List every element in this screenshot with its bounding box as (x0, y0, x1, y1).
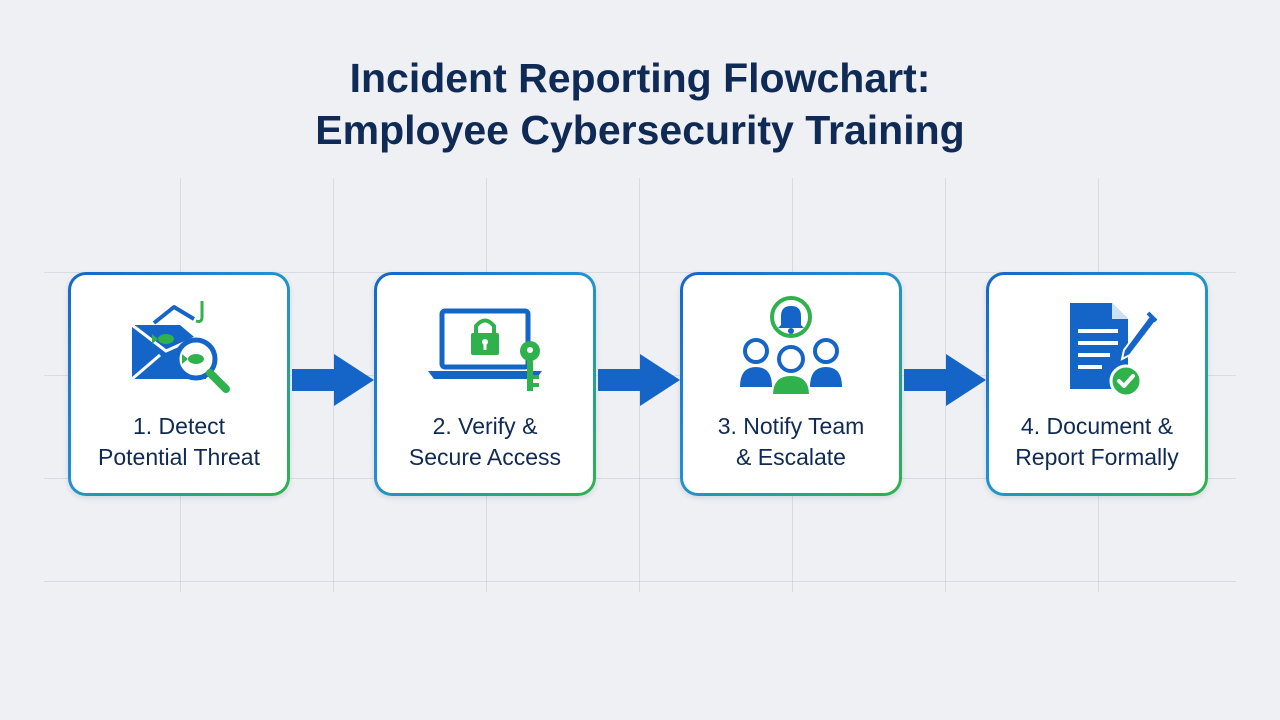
step-2-label: 2. Verify & Secure Access (408, 413, 562, 470)
step-2-verify: 2. Verify & Secure Access (374, 272, 596, 496)
step-3-notify: 3. Notify Team & Escalate (680, 272, 902, 496)
page-title: Incident Reporting Flowchart: Employee C… (0, 52, 1280, 156)
arrow-right-icon (292, 354, 374, 406)
step-4-document: 4. Document & Report Formally (986, 272, 1208, 496)
laptop-lock-key-icon (428, 308, 542, 391)
team-alert-bell-icon (740, 296, 842, 396)
arrow-right-icon (904, 354, 986, 406)
step-4-label: 4. Document & Report Formally (1015, 413, 1179, 470)
title-line-1: Incident Reporting Flowchart: (349, 55, 931, 101)
document-pen-check-icon (1070, 303, 1158, 398)
phishing-email-magnifier-icon (131, 301, 230, 393)
step-1-detect: 1. Detect Potential Threat (68, 272, 290, 496)
step-3-label: 3. Notify Team & Escalate (717, 413, 865, 470)
title-line-2: Employee Cybersecurity Training (315, 107, 965, 153)
arrow-right-icon (598, 354, 680, 406)
step-1-label: 1. Detect Potential Threat (98, 413, 260, 470)
